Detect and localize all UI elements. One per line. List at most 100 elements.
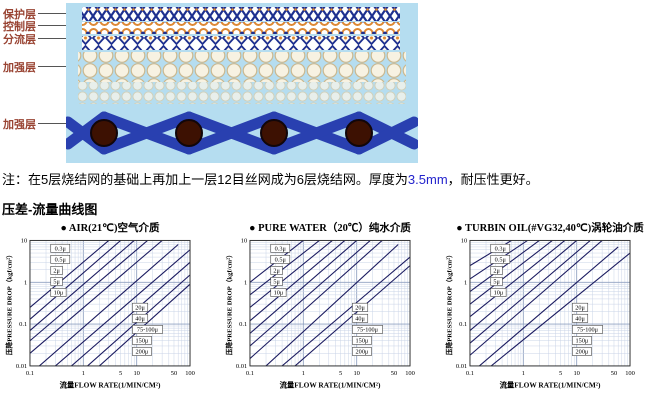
- svg-text:10: 10: [461, 238, 467, 245]
- leader-line: [38, 66, 66, 67]
- leader-line: [38, 13, 66, 14]
- layer-label-text: 加强层: [3, 61, 36, 74]
- svg-text:1: 1: [24, 279, 27, 286]
- layer-label-text: 控制层: [3, 20, 36, 33]
- svg-text:0.01: 0.01: [456, 363, 467, 370]
- svg-text:150μ: 150μ: [576, 337, 589, 344]
- leader-line: [38, 25, 66, 26]
- svg-text:0.01: 0.01: [16, 363, 27, 370]
- layer-label-text: 保护层: [3, 8, 36, 21]
- svg-text:0.3μ: 0.3μ: [495, 245, 507, 252]
- chart-title-water: ● PURE WATER（20℃）纯水介质: [249, 223, 411, 234]
- note-prefix: 注：在5层烧结网的基础上再加上一层12目丝网成为6层烧结网。厚度为: [2, 172, 408, 187]
- layer-label-text: 分流层: [3, 33, 36, 46]
- svg-text:0.1: 0.1: [466, 370, 474, 377]
- svg-text:200μ: 200μ: [576, 349, 589, 356]
- note-suffix: ，耐压性更好。: [447, 172, 539, 187]
- svg-text:1: 1: [464, 279, 467, 286]
- svg-text:75-100μ: 75-100μ: [577, 326, 599, 333]
- svg-text:10: 10: [21, 238, 27, 245]
- chart-panel-water: ● PURE WATER（20℃）纯水介质 0.3μ 0.5μ 2μ 5μ 10μ 20μ…: [220, 217, 440, 393]
- note-thickness-value: 3.5mm: [407, 172, 448, 187]
- svg-text:5μ: 5μ: [273, 279, 280, 286]
- svg-text:10: 10: [353, 370, 359, 377]
- charts-row: ● AIR(21℃)空气介质 0.3μ 0.5μ 2μ 5μ 10μ 20μ 40μ 75-1…: [0, 217, 660, 393]
- svg-text:10μ: 10μ: [54, 290, 64, 297]
- svg-text:0.01: 0.01: [236, 363, 247, 370]
- svg-text:5μ: 5μ: [493, 279, 500, 286]
- svg-text:1: 1: [302, 370, 305, 377]
- svg-text:流量FLOW RATE(1/MIN/CM²): 流量FLOW RATE(1/MIN/CM²): [60, 381, 161, 390]
- leader-line: [38, 38, 66, 39]
- svg-text:2μ: 2μ: [493, 267, 500, 274]
- svg-text:1: 1: [244, 279, 247, 286]
- svg-text:10: 10: [133, 370, 139, 377]
- note-text: 注：在5层烧结网的基础上再加上一层12目丝网成为6层烧结网。厚度为3.5mm，耐…: [2, 169, 539, 188]
- leader-line: [38, 123, 66, 124]
- svg-text:0.5μ: 0.5μ: [495, 256, 507, 263]
- protection-layer-band: [82, 7, 400, 21]
- warp-wire-circles: [90, 119, 373, 147]
- distribution-layer-band: [82, 36, 400, 50]
- svg-text:2μ: 2μ: [53, 267, 60, 274]
- svg-text:2μ: 2μ: [273, 267, 280, 274]
- svg-text:10μ: 10μ: [494, 290, 504, 297]
- layer-label-protection: 保护层: [3, 7, 66, 21]
- svg-text:5: 5: [559, 370, 562, 377]
- chart-title-oil: ● TURBIN OIL(#VG32,40℃)涡轮油介质: [456, 223, 644, 234]
- svg-text:100: 100: [625, 370, 635, 377]
- svg-text:1: 1: [522, 370, 525, 377]
- svg-text:200μ: 200μ: [356, 349, 369, 356]
- svg-text:40μ: 40μ: [135, 315, 145, 322]
- svg-text:20μ: 20μ: [355, 304, 365, 311]
- svg-text:0.5μ: 0.5μ: [55, 256, 67, 263]
- chart-title-air: ● AIR(21℃)空气介质: [60, 223, 160, 234]
- svg-text:20μ: 20μ: [135, 304, 145, 311]
- svg-text:200μ: 200μ: [136, 349, 149, 356]
- svg-text:压降PRESSURE DROP（kgf/cm²）: 压降PRESSURE DROP（kgf/cm²）: [5, 251, 14, 355]
- svg-text:40μ: 40μ: [575, 315, 585, 322]
- layer-label-text: 加强层: [3, 118, 36, 131]
- svg-text:50: 50: [391, 370, 397, 377]
- svg-text:0.1: 0.1: [19, 321, 27, 328]
- svg-text:压降PRESSURE DROP（kgf/cm²）: 压降PRESSURE DROP（kgf/cm²）: [225, 251, 234, 355]
- chart-panel-air: ● AIR(21℃)空气介质 0.3μ 0.5μ 2μ 5μ 10μ 20μ 40μ 75-1…: [0, 217, 220, 393]
- layer-label-reinforce-2: 加强层: [3, 117, 66, 131]
- svg-text:压降PRESSURE DROP（kgf/cm²）: 压降PRESSURE DROP（kgf/cm²）: [445, 251, 454, 355]
- svg-text:10: 10: [573, 370, 579, 377]
- section-title: 压差-流量曲线图: [2, 202, 98, 217]
- svg-text:5μ: 5μ: [53, 279, 60, 286]
- reinforce-layer-circles: [78, 52, 406, 82]
- svg-text:20μ: 20μ: [575, 304, 585, 311]
- svg-text:5: 5: [119, 370, 122, 377]
- svg-text:150μ: 150μ: [356, 337, 369, 344]
- chart-panel-oil: ● TURBIN OIL(#VG32,40℃)涡轮油介质 0.3μ 0.5μ 2μ 5…: [440, 217, 660, 393]
- control-layer-band: [82, 22, 400, 34]
- layer-label-control: 控制层: [3, 19, 66, 33]
- sintered-mesh-diagram: [66, 3, 418, 163]
- reinforce-weave: [66, 111, 418, 155]
- svg-text:1: 1: [82, 370, 85, 377]
- svg-text:0.5μ: 0.5μ: [275, 256, 287, 263]
- water-chart: 0.3μ 0.5μ 2μ 5μ 10μ 20μ 40μ 75-100μ 150μ 200μ 0.1 1…: [225, 238, 415, 390]
- svg-text:100: 100: [405, 370, 415, 377]
- oil-chart: 0.3μ 0.5μ 2μ 5μ 10μ 20μ 40μ 75-100μ 150μ 200μ 0.1 1…: [445, 238, 635, 390]
- svg-text:40μ: 40μ: [355, 315, 365, 322]
- svg-text:50: 50: [611, 370, 617, 377]
- svg-text:流量FLOW RATE(1/MIN/CM²): 流量FLOW RATE(1/MIN/CM²): [500, 381, 601, 390]
- svg-text:100: 100: [185, 370, 195, 377]
- svg-text:50: 50: [171, 370, 177, 377]
- svg-text:10: 10: [241, 238, 247, 245]
- svg-text:0.1: 0.1: [459, 321, 467, 328]
- layer-label-distribution: 分流层: [3, 32, 66, 46]
- layer-label-reinforce-1: 加强层: [3, 60, 66, 74]
- svg-text:流量FLOW RATE(1/MIN/CM²): 流量FLOW RATE(1/MIN/CM²): [280, 381, 381, 390]
- svg-text:0.3μ: 0.3μ: [55, 245, 67, 252]
- svg-text:75-100μ: 75-100μ: [137, 326, 159, 333]
- svg-text:0.3μ: 0.3μ: [275, 245, 287, 252]
- svg-text:0.1: 0.1: [246, 370, 254, 377]
- svg-text:10μ: 10μ: [274, 290, 284, 297]
- svg-text:75-100μ: 75-100μ: [357, 326, 379, 333]
